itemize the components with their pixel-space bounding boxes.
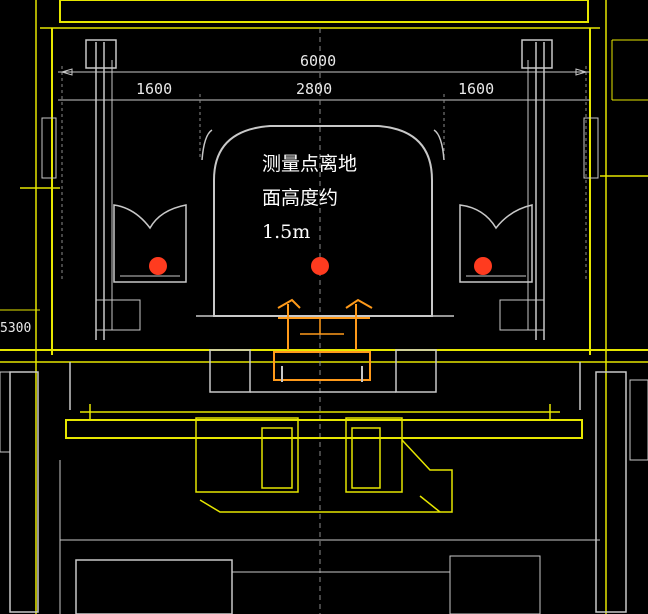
platform <box>69 349 581 410</box>
measurement-points <box>149 257 492 275</box>
measurement-point-right <box>474 257 492 275</box>
dim-side-label: 5300 <box>0 321 31 336</box>
dim-right-label: 1600 <box>458 80 494 98</box>
bottom-structure <box>59 460 600 614</box>
vehicle-outline <box>196 125 454 317</box>
note-line-2: 面高度约 <box>262 187 338 209</box>
lower-frame <box>0 371 648 613</box>
dim-center-label: 2800 <box>296 80 332 98</box>
side-compartments <box>113 204 533 283</box>
dim-overall-label: 6000 <box>300 52 336 70</box>
guide-rails <box>41 39 599 340</box>
measurement-point-center <box>311 257 329 275</box>
measurement-point-left <box>149 257 167 275</box>
note-line-1: 测量点离地 <box>262 153 357 175</box>
dim-left-label: 1600 <box>136 80 172 98</box>
orange-equipment <box>273 298 373 382</box>
dimension-lines <box>58 28 590 614</box>
note-line-3: 1.5m <box>262 221 310 243</box>
